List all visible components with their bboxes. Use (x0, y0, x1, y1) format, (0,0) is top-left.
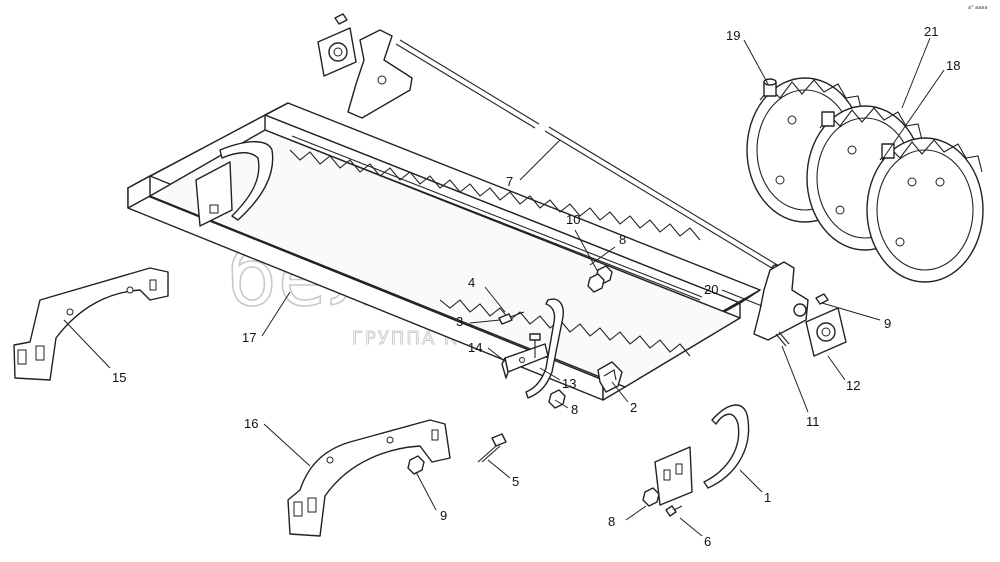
callout-15: 15 (112, 370, 126, 385)
arm-plate-20 (753, 261, 809, 341)
bracket-14 (501, 343, 549, 379)
nut-8-upper (587, 273, 605, 293)
main-frame (127, 102, 761, 401)
pin-11 (775, 331, 790, 347)
callout-17: 17 (242, 330, 256, 345)
bolt-6 (665, 505, 683, 517)
side-bracket-15 (13, 267, 169, 381)
callout-7: 7 (506, 174, 513, 189)
spring-tine-right (654, 404, 750, 506)
callout-2: 2 (630, 400, 637, 415)
roller-wheels (746, 77, 984, 283)
bolt-4 (498, 311, 525, 325)
callout-12: 12 (846, 378, 860, 393)
arm-plate-upper (347, 29, 413, 119)
callout-8-middle: 8 (571, 402, 578, 417)
side-bracket-16 (287, 419, 451, 537)
callout-9-right: 9 (884, 316, 891, 331)
shaft-7 (395, 39, 781, 272)
callout-13: 13 (562, 376, 576, 391)
nut-8-middle (548, 389, 566, 409)
callout-10: 10 (566, 212, 580, 227)
clip-2 (597, 361, 623, 393)
callout-8-upper: 8 (619, 232, 626, 247)
callout-9-lower: 9 (440, 508, 447, 523)
bolt-3 (529, 333, 541, 358)
callout-8-lower: 8 (608, 514, 615, 529)
callout-18: 18 (946, 58, 960, 73)
callout-5: 5 (512, 474, 519, 489)
nut-9-lower (407, 455, 425, 475)
callout-1: 1 (764, 490, 771, 505)
callout-4: 4 (468, 275, 475, 290)
nut-8-lower (642, 487, 660, 507)
bolt-5 (477, 433, 507, 463)
roller-wheel-front (866, 137, 984, 283)
flange-bearing-12 (805, 293, 847, 357)
flange-bearing-upper (317, 13, 357, 77)
callout-labels: 1 2 3 4 5 6 7 8 8 8 9 9 10 11 12 13 14 1… (112, 24, 960, 549)
middle-tine (525, 298, 564, 399)
corner-mark: a° aaaa (968, 5, 987, 11)
callout-16: 16 (244, 416, 258, 431)
callout-11: 11 (806, 414, 820, 429)
callout-20: 20 (704, 282, 718, 297)
callout-14: 14 (468, 340, 482, 355)
callout-19: 19 (726, 28, 740, 43)
callout-21: 21 (924, 24, 938, 39)
callout-6: 6 (704, 534, 711, 549)
callout-3: 3 (456, 314, 463, 329)
leader-lines (63, 37, 945, 537)
